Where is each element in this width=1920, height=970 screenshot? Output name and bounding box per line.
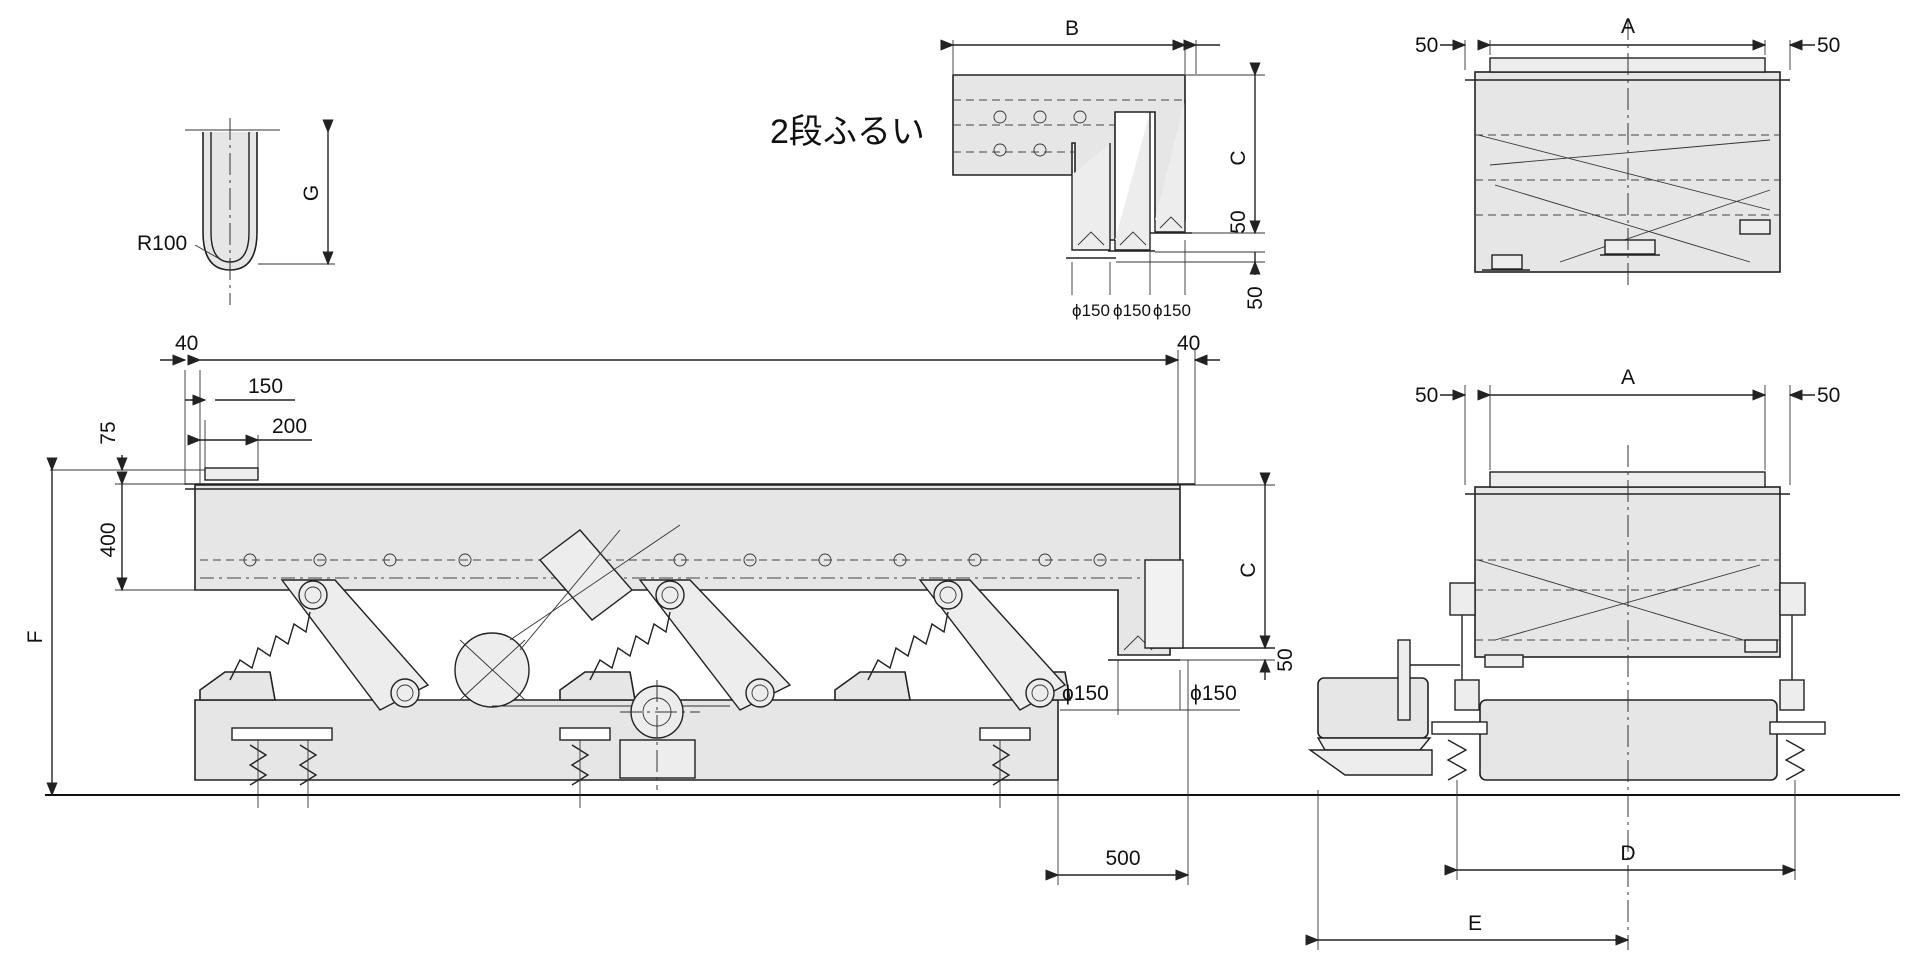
dim-50-top-left: 50 bbox=[1415, 34, 1438, 57]
dim-phi150-side-a: ϕ150 bbox=[1062, 682, 1109, 705]
dim-phi150-c: ϕ150 bbox=[1153, 301, 1191, 320]
dim-a-lower-label: A bbox=[1621, 366, 1635, 389]
dim-r100-label: R100 bbox=[137, 232, 187, 255]
dim-200-label: 200 bbox=[272, 415, 307, 438]
dim-b-label: B bbox=[1065, 17, 1079, 40]
dim-40-right: 40 bbox=[1177, 332, 1200, 355]
dim-50-side-label: 50 bbox=[1274, 648, 1297, 671]
dim-phi150-a: ϕ150 bbox=[1072, 301, 1110, 320]
end-view-lower: A 50 50 D E bbox=[1305, 366, 1840, 950]
trough-section-detail: G R100 bbox=[137, 118, 335, 305]
dim-50-top-b: 50 bbox=[1244, 286, 1267, 309]
dim-phi150-b: ϕ150 bbox=[1113, 301, 1151, 320]
dim-150-label: 150 bbox=[248, 375, 283, 398]
dim-75-label: 75 bbox=[97, 421, 120, 444]
dim-500-label: 500 bbox=[1105, 847, 1140, 870]
dim-f-label: F bbox=[24, 631, 47, 644]
dim-50-top-right: 50 bbox=[1817, 34, 1840, 57]
dim-50-lower-right: 50 bbox=[1817, 384, 1840, 407]
dim-g-label: G bbox=[300, 185, 323, 201]
dim-phi150-side-b: ϕ150 bbox=[1190, 682, 1237, 705]
dim-50-top-a: 50 bbox=[1227, 210, 1250, 233]
dim-a-top-label: A bbox=[1621, 15, 1635, 38]
end-view-upper: A 50 50 bbox=[1415, 15, 1840, 285]
dim-50-lower-left: 50 bbox=[1415, 384, 1438, 407]
two-tier-screen-detail: 2段ふるい B C 50 bbox=[770, 17, 1267, 320]
side-view: 40 40 150 200 75 bbox=[24, 332, 1297, 885]
dim-d-label: D bbox=[1620, 842, 1635, 865]
dim-e-label: E bbox=[1468, 912, 1482, 935]
dim-40-left: 40 bbox=[175, 332, 198, 355]
dim-c-top-label: C bbox=[1227, 150, 1250, 165]
two-tier-title: 2段ふるい bbox=[770, 113, 925, 151]
dim-400-label: 400 bbox=[97, 522, 120, 557]
dim-c-side-label: C bbox=[1237, 562, 1260, 577]
